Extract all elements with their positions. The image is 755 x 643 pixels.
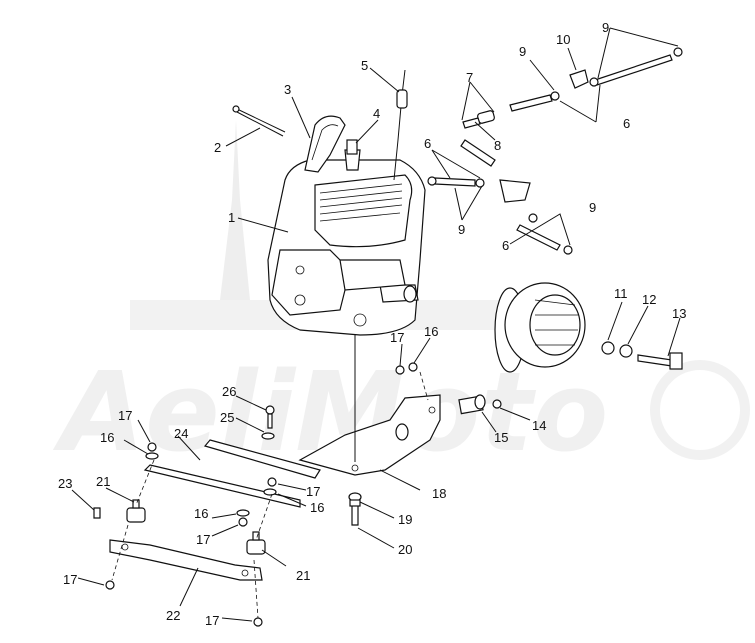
callout-16a: 16 [424,324,438,339]
callout-23: 23 [58,476,72,491]
callout-14: 14 [532,418,546,433]
callouts: 1 2 3 4 5 6 6 6 7 8 9 9 9 9 10 11 12 13 … [58,20,686,628]
spark-plug [346,139,358,155]
callout-16d: 16 [310,500,324,515]
callout-26: 26 [222,384,236,399]
callout-19: 19 [398,512,412,527]
callout-17d: 17 [196,532,210,547]
callout-4: 4 [373,106,380,121]
callout-21b: 21 [296,568,310,583]
callout-7: 7 [466,70,473,85]
callout-8: 8 [494,138,501,153]
callout-5: 5 [361,58,368,73]
callout-12: 12 [642,292,656,307]
callout-24: 24 [174,426,188,441]
callout-17e: 17 [63,572,77,587]
callout-11: 11 [614,286,628,301]
callout-17a: 17 [390,330,404,345]
callout-20: 20 [398,542,412,557]
callout-6b: 6 [424,136,431,151]
callout-17b: 17 [118,408,132,423]
callout-9b: 9 [602,20,609,35]
fuel-lines [427,47,683,255]
callout-21a: 21 [96,474,110,489]
callout-3: 3 [284,82,291,97]
callout-9d: 9 [589,200,596,215]
starter-handle [304,115,346,173]
callout-10: 10 [556,32,570,47]
callout-2: 2 [214,140,221,155]
dashed-lines [111,371,429,619]
callout-9c: 9 [458,222,465,237]
callout-1: 1 [228,210,235,225]
callout-6a: 6 [623,116,630,131]
engine-block [267,143,426,336]
engine-mount-plate [298,335,502,476]
callout-22: 22 [166,608,180,623]
callout-25: 25 [220,410,234,425]
callout-17f: 17 [205,613,219,628]
callout-18: 18 [432,486,446,501]
clip-part [232,105,286,137]
bolt-19-20 [348,492,362,526]
leader-lines [71,27,681,622]
throttle-cable [393,69,408,181]
drive-clutch [494,282,683,373]
callout-17c: 17 [306,484,320,499]
callout-15: 15 [494,430,508,445]
callout-9a: 9 [519,44,526,59]
rubber-mounts [93,405,277,627]
callout-6c: 6 [502,238,509,253]
callout-16c: 16 [194,506,208,521]
callout-13: 13 [672,306,686,321]
callout-16b: 16 [100,430,114,445]
